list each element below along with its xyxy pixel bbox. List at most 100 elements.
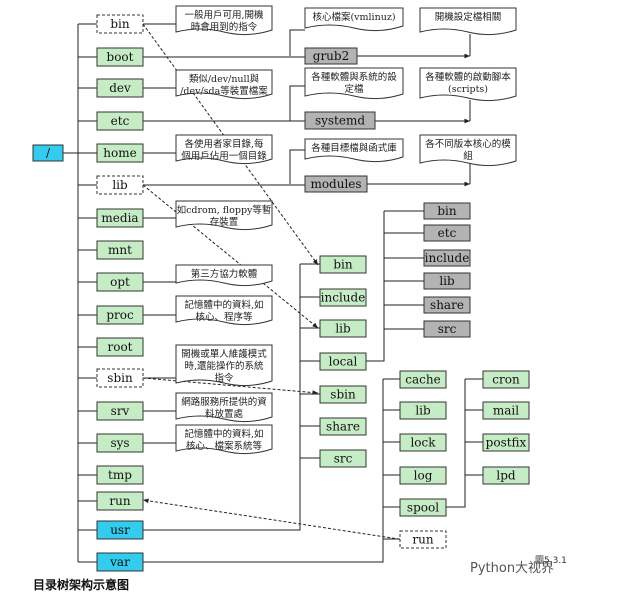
dir-run[interactable]: run (96, 491, 144, 511)
local-local-src[interactable]: src (423, 320, 471, 338)
dir-etc[interactable]: etc (96, 111, 144, 131)
note-line: /dev/sda等裝置檔案 (180, 85, 268, 97)
note-line: 個用戶佔用一個目錄 (181, 150, 267, 162)
dir-home-label: home (103, 146, 136, 160)
directory-nodes: / bin boot dev etc home lib media mnt opt proc root… (32, 5, 530, 572)
note-line: 各種軟體的啟動腳本 (425, 71, 511, 83)
grub2-node-label: grub2 (313, 49, 349, 63)
var-var-run-label: run (412, 533, 433, 547)
usr-usr-local[interactable]: local (319, 352, 367, 371)
dir-home[interactable]: home (96, 143, 144, 163)
usr-usr-local-frame (319, 352, 367, 371)
dir-usr[interactable]: usr (96, 520, 144, 540)
connector-line (366, 211, 385, 362)
dir-proc-label: proc (106, 308, 134, 322)
connector-line (143, 264, 301, 531)
dir-srv-frame (96, 401, 144, 421)
usr-usr-bin[interactable]: bin (319, 255, 367, 274)
systemd-node-frame (304, 111, 376, 130)
usr-usr-lib[interactable]: lib (319, 319, 367, 338)
dir-proc[interactable]: proc (96, 305, 144, 325)
dir-mnt[interactable]: mnt (96, 240, 144, 260)
dir-tmp-frame (96, 465, 144, 485)
usr-usr-sbin[interactable]: sbin (319, 385, 367, 404)
local-local-bin[interactable]: bin (423, 202, 471, 220)
note-line: 類似/dev/null與 (189, 73, 260, 85)
dir-media-label: media (101, 211, 138, 225)
note-bin-text: 一般用戶可用,開機時會用到的指令 (184, 9, 264, 33)
var-var-spool[interactable]: spool (399, 498, 447, 517)
local-local-include[interactable]: include (423, 249, 471, 267)
dir-media[interactable]: media (96, 208, 144, 228)
note-home-text: 各使用者家目錄,每個用戶佔用一個目錄 (181, 138, 267, 162)
note-line: 核心、程序等 (195, 311, 253, 323)
dir-opt[interactable]: opt (96, 272, 144, 292)
local-local-lib[interactable]: lib (423, 272, 471, 290)
connector-line (143, 379, 384, 563)
dir-lib-frame (96, 175, 144, 195)
connector-line (142, 184, 319, 329)
watermark-text: Python大视界 (470, 561, 555, 576)
root-node[interactable]: / (32, 144, 64, 162)
spool-spool-lpd[interactable]: lpd (482, 466, 530, 485)
dir-run-frame (96, 491, 144, 511)
dir-dev[interactable]: dev (96, 78, 144, 98)
systemd-node[interactable]: systemd (304, 111, 376, 130)
spool-spool-lpd-frame (482, 466, 530, 485)
note-opt-text: 第三方協力軟體 (191, 268, 258, 280)
var-var-lock[interactable]: lock (399, 433, 447, 452)
dir-srv[interactable]: srv (96, 401, 144, 421)
dir-sbin[interactable]: sbin (96, 368, 144, 388)
var-var-lib[interactable]: lib (399, 401, 447, 420)
spool-spool-mail[interactable]: mail (482, 401, 530, 420)
usr-usr-src-label: src (334, 452, 353, 466)
usr-usr-include[interactable]: include (319, 288, 367, 307)
usr-usr-include-frame (319, 288, 367, 307)
note-line: 開機或單人維護模式 (181, 348, 267, 360)
dir-root-frame (96, 337, 144, 357)
dir-tmp[interactable]: tmp (96, 465, 144, 485)
var-var-log[interactable]: log (399, 466, 447, 485)
usr-usr-src[interactable]: src (319, 449, 367, 468)
dir-home-frame (96, 143, 144, 163)
var-var-run[interactable]: run (399, 530, 447, 549)
local-local-bin-frame (423, 202, 471, 220)
note-line: 時,還能操作的系統 (184, 360, 264, 372)
root-node-frame (32, 144, 64, 162)
spool-spool-postfix-label: postfix (486, 436, 527, 450)
dir-root[interactable]: root (96, 337, 144, 357)
note-opt-frame (175, 264, 273, 287)
arrow-head (464, 53, 470, 59)
dir-run-label: run (109, 494, 130, 508)
dir-bin[interactable]: bin (96, 14, 144, 34)
modules-node[interactable]: modules (304, 175, 368, 193)
local-local-lib-frame (423, 272, 471, 290)
dir-usr-label: usr (110, 523, 130, 537)
var-var-lock-label: lock (410, 436, 436, 450)
dir-sys[interactable]: sys (96, 433, 144, 453)
usr-usr-lib-label: lib (335, 322, 351, 336)
dir-srv-label: srv (111, 404, 130, 418)
var-var-log-frame (399, 466, 447, 485)
note-dev-text: 類似/dev/null與/dev/sda等裝置檔案 (180, 73, 268, 97)
grub2-node[interactable]: grub2 (304, 47, 358, 65)
usr-usr-share-label: share (326, 420, 360, 434)
local-local-share[interactable]: share (423, 296, 471, 314)
usr-usr-bin-label: bin (333, 258, 353, 272)
dir-boot[interactable]: boot (96, 47, 144, 67)
note-kernel-text: 核心檔案(vmlinuz) (312, 11, 395, 23)
usr-usr-share[interactable]: share (319, 417, 367, 436)
connector-line (446, 379, 466, 508)
dir-var[interactable]: var (96, 552, 144, 572)
note-sys: 記憶體中的資料,如核心、檔案系統等 (175, 424, 273, 455)
dir-usr-frame (96, 520, 144, 540)
dir-lib[interactable]: lib (96, 175, 144, 195)
spool-spool-postfix[interactable]: postfix (482, 433, 530, 452)
local-local-lib-label: lib (439, 274, 455, 288)
note-line: 記憶體中的資料,如 (184, 299, 263, 311)
local-local-etc[interactable]: etc (423, 224, 471, 242)
note-line: 第三方協力軟體 (191, 268, 258, 280)
note-line: 如cdrom, floppy等暫 (177, 204, 272, 216)
spool-spool-cron[interactable]: cron (482, 370, 530, 389)
var-var-cache[interactable]: cache (399, 370, 447, 389)
